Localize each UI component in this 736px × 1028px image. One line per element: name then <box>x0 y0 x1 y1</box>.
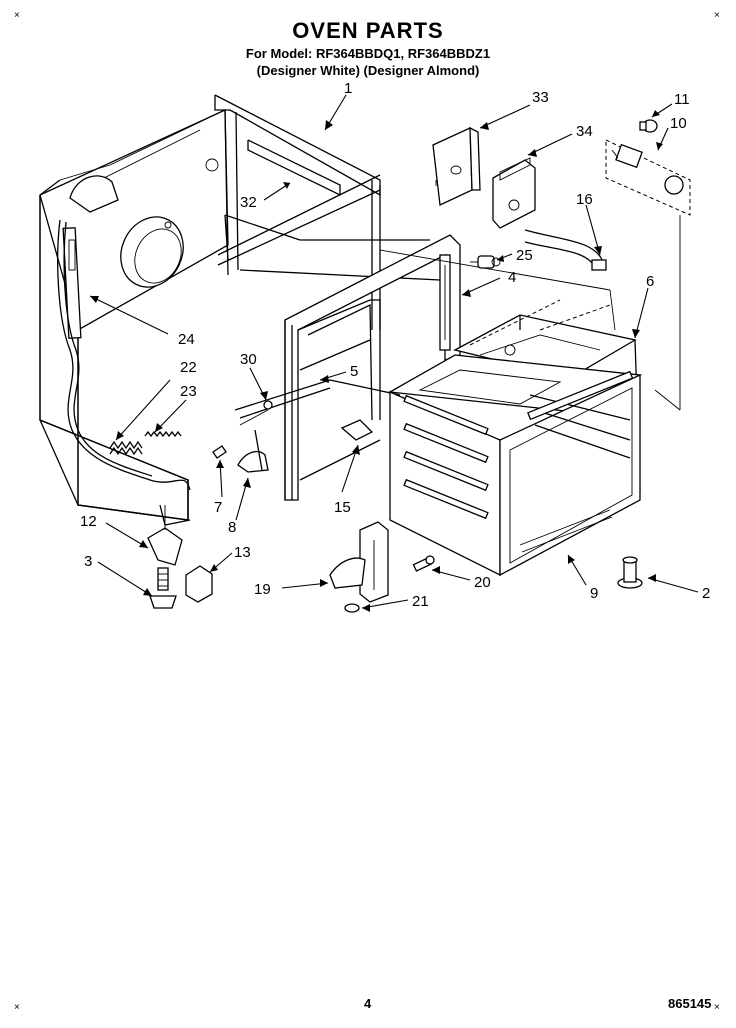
part-33-bracket <box>432 126 481 206</box>
callout-13: 13 <box>234 544 251 561</box>
part-19-hinge <box>329 521 389 603</box>
part-30-pin <box>263 400 273 410</box>
part-34-bracket <box>492 157 536 229</box>
callout-labels: 1 2 3 4 5 6 7 8 9 10 11 12 13 15 16 19 2… <box>80 80 710 610</box>
callout-32: 32 <box>240 194 257 211</box>
callout-11: 11 <box>674 91 690 108</box>
part-21-clip <box>344 603 360 613</box>
corner-mark-top-left: × <box>14 10 20 21</box>
callout-30: 30 <box>240 351 257 368</box>
corner-mark-top-right: × <box>714 10 720 21</box>
callout-6: 6 <box>646 273 654 290</box>
diagram-code: 865145 <box>668 996 712 1011</box>
leader-lines <box>89 94 699 612</box>
callout-4: 4 <box>508 269 516 286</box>
front-frame <box>234 234 461 501</box>
part-7-nut <box>212 445 227 459</box>
callout-24: 24 <box>178 331 195 348</box>
callout-1: 1 <box>344 80 352 97</box>
callout-12: 12 <box>80 513 97 530</box>
variant-line: (Designer White) (Designer Almond) <box>256 63 480 78</box>
callout-9: 9 <box>590 585 598 602</box>
part-15-plate <box>340 419 374 441</box>
part-13-foot <box>185 565 213 603</box>
callout-3: 3 <box>84 553 92 570</box>
oven-chassis <box>39 94 441 526</box>
callout-5: 5 <box>350 363 358 380</box>
corner-mark-bottom-left: × <box>14 1002 20 1013</box>
page-number: 4 <box>364 996 372 1011</box>
callout-23: 23 <box>180 383 197 400</box>
callout-21: 21 <box>412 593 429 610</box>
callout-2: 2 <box>702 585 710 602</box>
part-20-screw <box>412 555 435 572</box>
rack-frame <box>387 354 643 577</box>
callout-19: 19 <box>254 581 271 598</box>
callout-16: 16 <box>576 191 593 208</box>
callout-20: 20 <box>474 574 491 591</box>
callout-15: 15 <box>334 499 351 516</box>
part-10-lamp-socket <box>605 139 691 216</box>
callout-8: 8 <box>228 519 236 536</box>
callout-10: 10 <box>670 115 687 132</box>
part-23-spring <box>144 430 182 438</box>
part-22-spring <box>109 440 143 456</box>
part-2-bumper <box>617 556 643 589</box>
part-3-leveling-leg <box>149 567 177 609</box>
part-16-hose <box>524 229 604 263</box>
corner-mark-bottom-right: × <box>714 1002 720 1013</box>
callout-25: 25 <box>516 247 533 264</box>
part-8-clip <box>237 451 269 473</box>
callout-33: 33 <box>532 89 549 106</box>
callout-34: 34 <box>576 123 593 140</box>
model-line: For Model: RF364BBDQ1, RF364BBDZ1 <box>245 46 491 61</box>
part-25-clip <box>470 255 501 269</box>
part-12-bracket <box>147 527 183 566</box>
diagram-title: OVEN PARTS <box>292 18 444 43</box>
part-11-bulb <box>639 119 658 133</box>
callout-22: 22 <box>180 359 197 376</box>
callout-7: 7 <box>214 499 222 516</box>
